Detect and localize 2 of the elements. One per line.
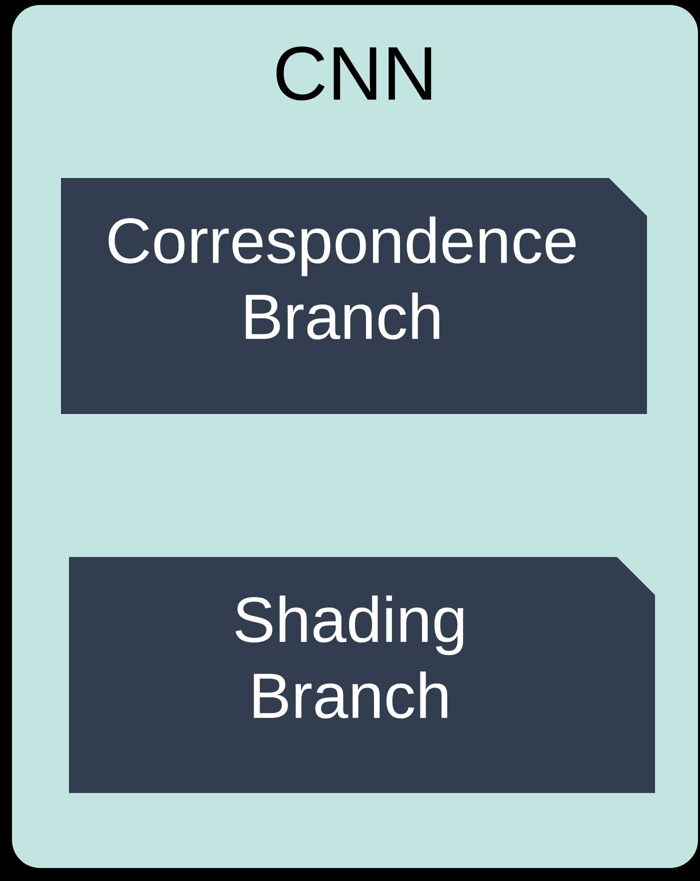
branch-box: Shading Branch (69, 557, 655, 793)
branch-box: Correspondence Branch (61, 178, 647, 414)
